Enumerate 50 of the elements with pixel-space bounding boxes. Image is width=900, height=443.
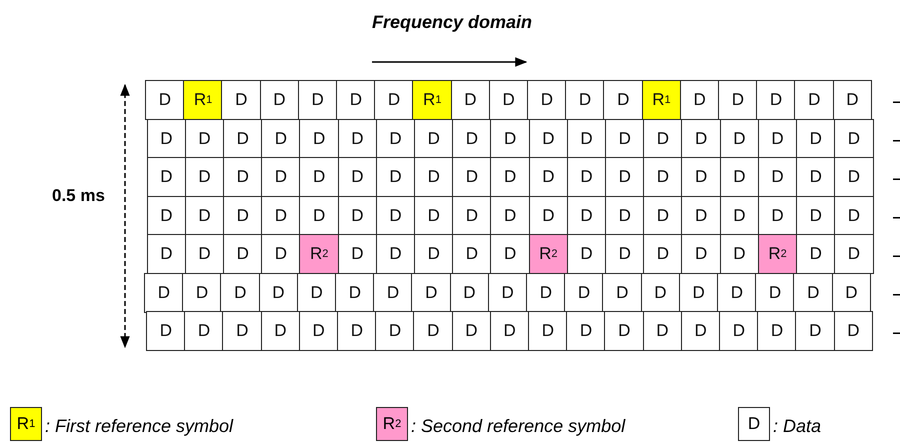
data-cell: D	[756, 80, 796, 120]
data-cell: D	[490, 311, 530, 351]
data-cell: D	[222, 311, 262, 351]
data-cell: D	[146, 311, 186, 351]
data-cell: D	[413, 311, 454, 351]
data-cell: D	[221, 80, 262, 120]
data-cell: D	[794, 80, 834, 120]
data-cell: D	[832, 80, 872, 120]
axis-label: 0.5 ms	[52, 186, 105, 206]
legend-text: : Data	[773, 416, 822, 437]
data-cell: D	[604, 311, 644, 351]
data-cell: D	[374, 80, 414, 120]
data-cell: D	[261, 234, 301, 274]
data-cell: D	[719, 311, 759, 351]
data-cell: D	[490, 234, 530, 274]
legend-swatch: D	[738, 407, 770, 441]
data-cell: D	[795, 311, 836, 351]
legend-text: : First reference symbol	[45, 416, 234, 437]
legend-text: : Second reference symbol	[411, 416, 626, 437]
data-cell: D	[298, 311, 338, 351]
data-cell: D	[643, 234, 683, 274]
data-cell: D	[834, 157, 874, 197]
data-cell: D	[603, 80, 644, 120]
data-cell: D	[528, 311, 568, 351]
data-cell: D	[834, 196, 874, 236]
data-cell: D	[452, 234, 492, 274]
data-cell: D	[184, 311, 224, 351]
data-cell: D	[681, 234, 721, 274]
data-cell: D	[566, 311, 606, 351]
data-cell: D	[565, 80, 605, 120]
data-cell: D	[490, 157, 530, 197]
data-cell: D	[375, 311, 415, 351]
data-cell: D	[757, 311, 797, 351]
data-cell: D	[834, 234, 874, 274]
data-cell: D	[146, 234, 186, 274]
data-cell: D	[681, 157, 721, 197]
data-cell: D	[145, 80, 185, 120]
data-cell: D	[834, 118, 874, 158]
data-cell: D	[146, 157, 186, 197]
data-cell: D	[452, 157, 492, 197]
data-cell: D	[260, 311, 300, 351]
axis-title: Frequency domain	[372, 12, 532, 33]
data-cell: D	[337, 311, 377, 351]
data-cell: D	[642, 311, 682, 351]
data-cell: D	[299, 157, 339, 197]
data-cell: D	[452, 311, 492, 351]
data-cell: D	[834, 311, 874, 351]
data-cell: D	[680, 311, 720, 351]
data-cell: D	[261, 157, 301, 197]
data-cell: D	[643, 157, 683, 197]
